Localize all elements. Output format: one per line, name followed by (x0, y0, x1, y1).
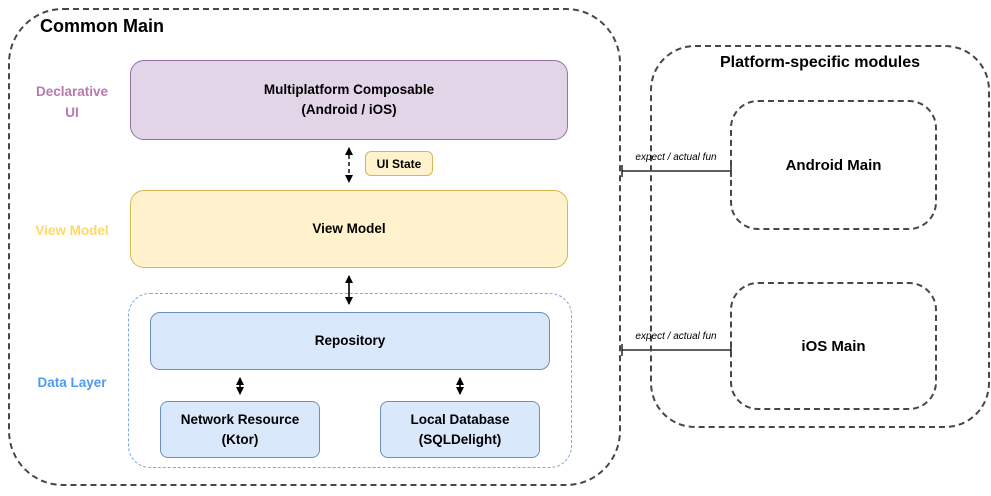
common-main-container (8, 8, 621, 486)
data-layer-group-outline (128, 293, 572, 468)
network-resource-node: Network Resource (Ktor) (160, 401, 320, 458)
ui-state-node: UI State (365, 151, 433, 176)
declarative-ui-label-line2: UI (65, 105, 79, 120)
declarative-ui-label-line1: Declarative (35, 84, 109, 99)
network-resource-line1: Network Resource (180, 411, 300, 427)
local-database-line2: (SQLDelight) (418, 431, 502, 447)
multiplatform-composable-node: Multiplatform Composable (Android / iOS) (130, 60, 568, 140)
network-resource-line2: (Ktor) (221, 431, 259, 447)
common-main-title: Common Main (40, 16, 164, 36)
multiplatform-composable-line2: (Android / iOS) (301, 102, 397, 117)
android-connector-label: expect / actual fun (635, 152, 717, 163)
declarative-ui-label: Declarative UI (22, 81, 122, 123)
view-model-label: View Model (35, 223, 109, 238)
data-layer-label: Data Layer (37, 375, 107, 390)
local-database-line1: Local Database (410, 411, 510, 427)
ios-connector-label: expect / actual fun (635, 331, 717, 342)
platform-modules-container (650, 45, 990, 428)
ios-main-node: iOS Main (730, 282, 937, 410)
platform-modules-title: Platform-specific modules (719, 54, 921, 71)
multiplatform-composable-line1: Multiplatform Composable (263, 82, 435, 97)
view-model-node: View Model (130, 190, 568, 268)
repository-node: Repository (150, 312, 550, 370)
local-database-node: Local Database (SQLDelight) (380, 401, 540, 458)
android-main-node: Android Main (730, 100, 937, 230)
